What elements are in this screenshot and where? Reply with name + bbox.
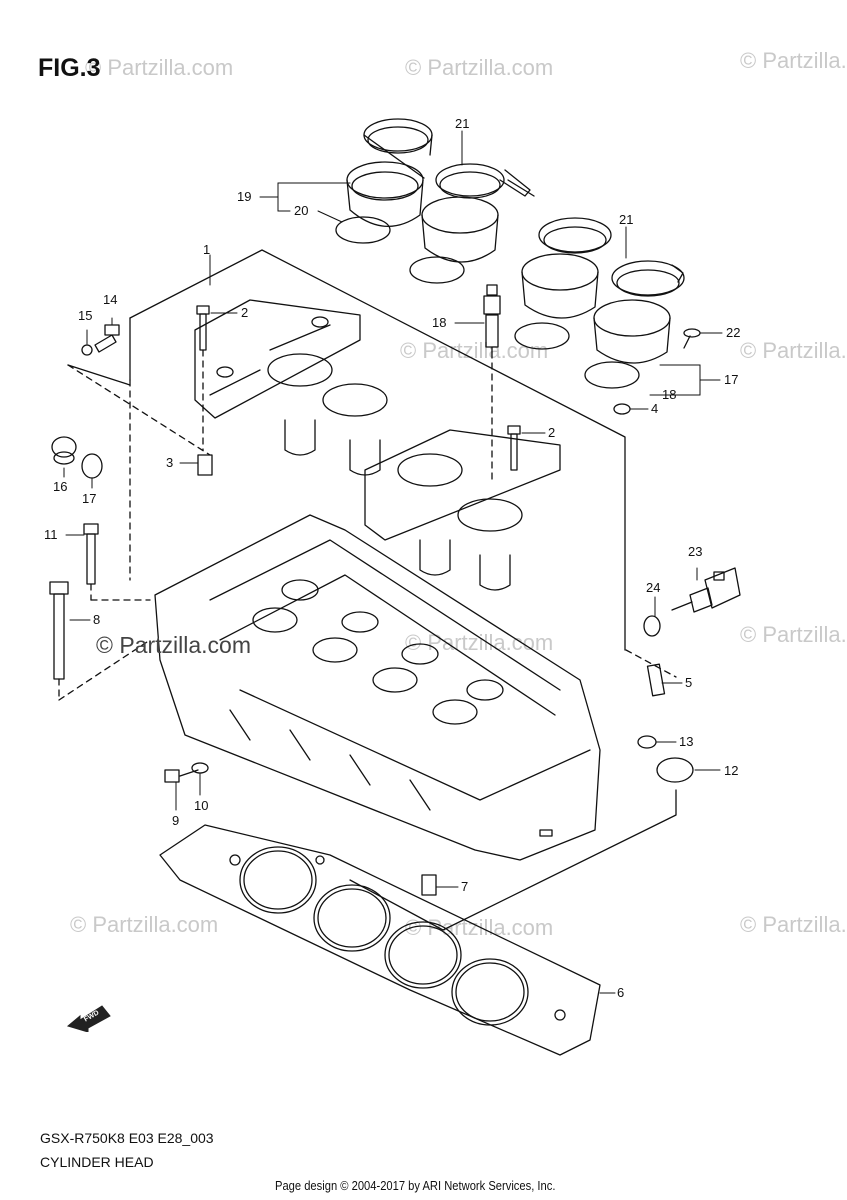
callout-22: 22 (726, 325, 741, 340)
callout-10: 10 (194, 798, 209, 813)
head-gasket (159, 824, 601, 1056)
callout-3: 3 (166, 455, 174, 470)
cam-holder-left (194, 299, 388, 476)
callout-5: 5 (685, 675, 693, 690)
forward-arrow-icon: FWD (66, 1005, 111, 1032)
model-code: GSX-R750K8 E03 E28_003 (40, 1130, 214, 1146)
callout-11: 11 (44, 527, 58, 542)
callout-19: 19 (237, 189, 252, 204)
watermark: © Partzilla.com (405, 55, 554, 80)
watermark: © Partzilla.com (405, 630, 554, 655)
callout-2: 2 (241, 305, 249, 320)
leader-lines (63, 130, 723, 994)
watermark: © Partzilla.com (740, 912, 847, 937)
callout-20: 20 (294, 203, 309, 218)
callout-14: 14 (103, 292, 118, 307)
callout-12: 12 (724, 763, 739, 778)
washer (613, 403, 631, 415)
callout-24: 24 (646, 580, 661, 595)
watermark: © Partzilla.com (740, 622, 847, 647)
sensor-gasket (643, 615, 661, 637)
callout-18: 18 (432, 315, 447, 330)
gasket-ring (656, 757, 694, 783)
callout-21: 21 (455, 116, 470, 131)
cam-holder-bolt (196, 305, 210, 451)
spark-plug (483, 284, 501, 481)
diagram-title: CYLINDER HEAD (40, 1154, 154, 1170)
callout-17: 17 (82, 491, 97, 506)
callout-4: 4 (651, 401, 659, 416)
callout-23: 23 (688, 544, 703, 559)
callout-7: 7 (461, 879, 469, 894)
watermark-primary: © Partzilla.com (96, 632, 251, 658)
figure-label: FIG.3 (38, 54, 101, 82)
washer (191, 762, 209, 774)
temperature-sensor (671, 567, 741, 613)
dowel-pin-right (646, 663, 666, 697)
callout-16: 16 (53, 479, 68, 494)
assembly-frame (67, 249, 677, 931)
callout-13: 13 (679, 734, 694, 749)
head-bolt-long (49, 581, 151, 701)
cam-holder-right (364, 429, 561, 591)
intake-clamp-screw (507, 179, 535, 197)
intake-boots-upper (335, 118, 531, 284)
callout-18: 18 (662, 387, 677, 402)
callout-21: 21 (619, 212, 634, 227)
watermark: © Partzilla.com (85, 55, 234, 80)
o-ring (81, 453, 103, 479)
dowel-pin (421, 874, 437, 896)
callout-8: 8 (93, 612, 101, 627)
head-bolt-short (83, 523, 151, 601)
callout-17: 17 (724, 372, 739, 387)
screw (683, 328, 701, 349)
watermark: © Partzilla.com (740, 48, 847, 73)
bolt-small (164, 769, 199, 783)
cylinder-head (154, 514, 601, 861)
intake-boots-lower (514, 217, 685, 389)
callout-1: 1 (203, 242, 211, 257)
cam-holder-bolt (507, 425, 521, 471)
callout-6: 6 (617, 985, 625, 1000)
watermark: © Partzilla.com (70, 912, 219, 937)
dowel-pin (197, 454, 213, 476)
plug-cap (51, 436, 77, 465)
callout-2: 2 (548, 425, 556, 440)
watermark: © Partzilla.com (740, 338, 847, 363)
callout-15: 15 (78, 308, 93, 323)
oil-gallery-plug (81, 324, 120, 356)
washer (637, 735, 657, 749)
callout-9: 9 (172, 813, 180, 828)
page-credit: Page design © 2004-2017 by ARI Network S… (275, 1178, 556, 1193)
